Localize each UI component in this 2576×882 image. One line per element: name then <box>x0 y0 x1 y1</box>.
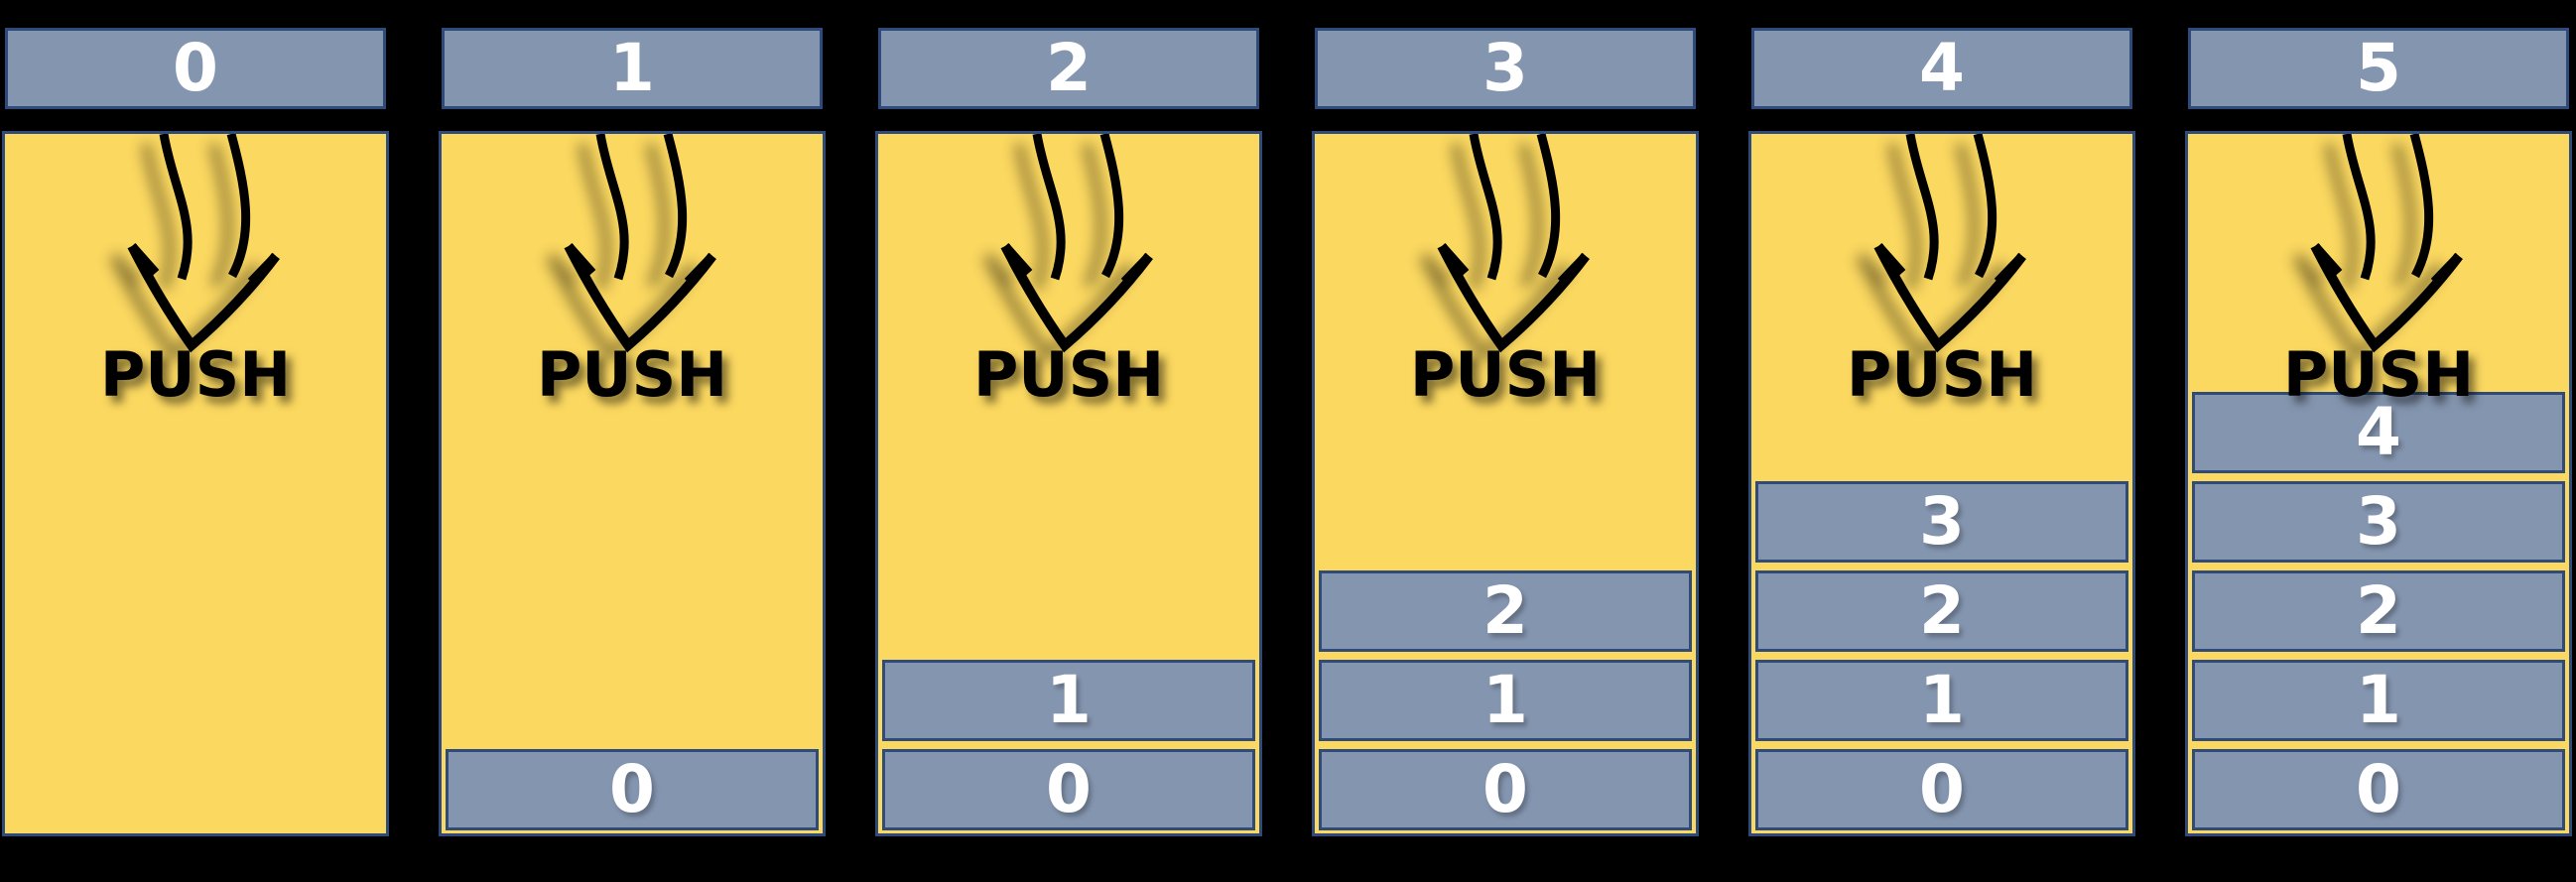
stack-item-label: 0 <box>609 751 655 827</box>
stack-item: 3 <box>1755 481 2128 563</box>
stack-item: 0 <box>1755 749 2128 830</box>
step-index-header: 1 <box>442 28 823 109</box>
stack-item: 0 <box>446 749 819 830</box>
push-label: PUSH <box>972 338 1165 411</box>
step-index-header: 5 <box>2188 28 2569 109</box>
stack-item-label: 0 <box>1046 751 1092 827</box>
stack-item-label: 1 <box>1046 662 1092 738</box>
stack-item-label: 2 <box>1482 572 1528 649</box>
stack-panel: 1 PUSH 0 <box>439 0 826 882</box>
push-label: PUSH <box>536 338 728 411</box>
step-index-header: 4 <box>1751 28 2132 109</box>
stack-panel: 2 PUSH 1 0 <box>875 0 1262 882</box>
step-index-header: 0 <box>5 28 386 109</box>
stack-item-label: 0 <box>2356 751 2401 827</box>
stack-well: PUSH 4 3 2 1 0 <box>2185 131 2572 836</box>
push-arrow-icon <box>564 134 716 353</box>
step-index-label: 3 <box>1482 30 1528 106</box>
stack-items: 3 2 1 0 <box>1755 481 2128 830</box>
push-arrow-icon <box>2310 134 2463 353</box>
stack-panel: 0 PUSH <box>2 0 389 882</box>
stack-item-label: 2 <box>1919 572 1965 649</box>
stack-item-label: 1 <box>1482 662 1528 738</box>
step-index-label: 0 <box>173 30 218 106</box>
stack-panel: 4 PUSH 3 2 1 0 <box>1748 0 2135 882</box>
stack-well: PUSH 2 1 0 <box>1312 131 1699 836</box>
stack-items: 1 0 <box>882 660 1255 830</box>
step-index-label: 1 <box>609 30 655 106</box>
stack-item: 1 <box>882 660 1255 741</box>
stack-item: 1 <box>2192 660 2565 741</box>
stack-item: 1 <box>1319 660 1692 741</box>
push-arrow-icon <box>1873 134 2026 353</box>
push-label: PUSH <box>1846 338 2038 411</box>
stack-item: 2 <box>1755 570 2128 652</box>
stack-items: 4 3 2 1 0 <box>2192 392 2565 830</box>
stack-panel: 3 PUSH 2 1 0 <box>1312 0 1699 882</box>
stack-items: 2 1 0 <box>1319 570 1692 830</box>
stack-well: PUSH 1 0 <box>875 131 1262 836</box>
step-index-header: 3 <box>1315 28 1696 109</box>
step-index-header: 2 <box>878 28 1259 109</box>
stack-item: 0 <box>2192 749 2565 830</box>
push-label: PUSH <box>2282 338 2475 411</box>
push-arrow-icon <box>1000 134 1153 353</box>
stack-item: 3 <box>2192 481 2565 563</box>
stack-item-label: 1 <box>1919 662 1965 738</box>
stack-well: PUSH <box>2 131 389 836</box>
stack-items: 0 <box>446 749 819 830</box>
stack-item-label: 3 <box>1919 483 1965 560</box>
step-index-label: 2 <box>1046 30 1092 106</box>
push-arrow-icon <box>1437 134 1590 353</box>
step-index-label: 4 <box>1919 30 1965 106</box>
stack-item: 0 <box>1319 749 1692 830</box>
push-label: PUSH <box>1409 338 1602 411</box>
stack-item-label: 1 <box>2356 662 2401 738</box>
stack-item-label: 4 <box>2356 394 2401 470</box>
stack-item: 4 <box>2192 392 2565 473</box>
stack-well: PUSH 3 2 1 0 <box>1748 131 2135 836</box>
step-index-label: 5 <box>2356 30 2401 106</box>
stack-item-label: 0 <box>1482 751 1528 827</box>
stack-item: 2 <box>1319 570 1692 652</box>
stack-item: 1 <box>1755 660 2128 741</box>
stack-item-label: 0 <box>1919 751 1965 827</box>
stack-item-label: 2 <box>2356 572 2401 649</box>
stack-item: 0 <box>882 749 1255 830</box>
stack-item-label: 3 <box>2356 483 2401 560</box>
stack-panel: 5 PUSH 4 3 2 1 0 <box>2185 0 2572 882</box>
push-arrow-icon <box>127 134 280 353</box>
stack-item: 2 <box>2192 570 2565 652</box>
stack-well: PUSH 0 <box>439 131 826 836</box>
push-label: PUSH <box>99 338 292 411</box>
